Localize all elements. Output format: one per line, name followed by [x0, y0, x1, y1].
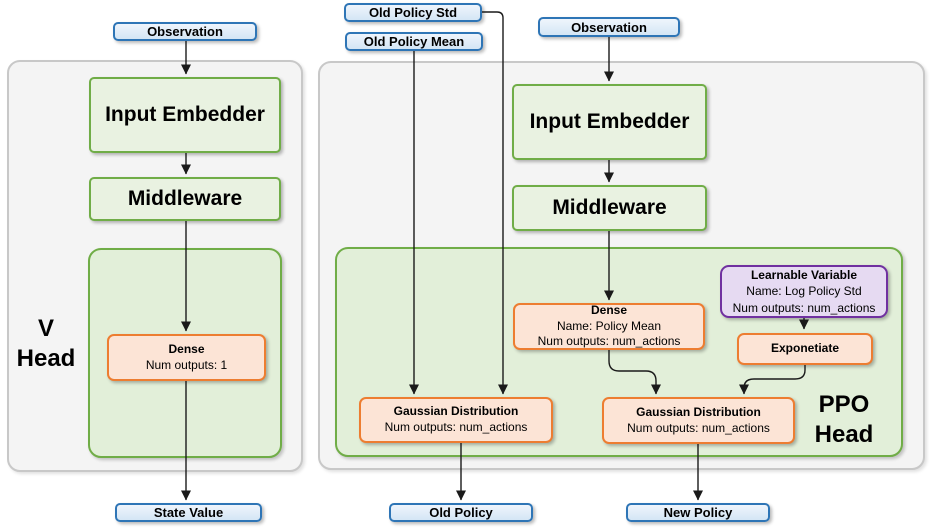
learnable-variable-name: Name: Log Policy Std: [746, 284, 862, 299]
old-policy-mean-input: Old Policy Mean: [345, 32, 483, 51]
dense-policy-mean-node: Dense Name: Policy Mean Num outputs: num…: [513, 303, 705, 350]
new-policy-output: New Policy: [626, 503, 770, 522]
observation-input-v: Observation: [113, 22, 257, 41]
v-head-label-line2: Head: [16, 345, 76, 372]
ppo-head-label-line1: PPO: [818, 391, 870, 418]
ppo-head-label-line2: Head: [814, 421, 874, 448]
state-value-output: State Value: [115, 503, 262, 522]
gaussian-old-outputs: Num outputs: num_actions: [384, 420, 528, 434]
gaussian-distribution-new-node: Gaussian Distribution Num outputs: num_a…: [602, 397, 795, 444]
input-embedder-v: Input Embedder: [89, 77, 281, 153]
dense-v-title: Dense: [168, 341, 205, 356]
gaussian-distribution-old-node: Gaussian Distribution Num outputs: num_a…: [359, 397, 553, 443]
v-head-label: V Head: [4, 314, 88, 374]
dense-policy-mean-outputs: Num outputs: num_actions: [537, 334, 681, 349]
observation-input-ppo: Observation: [538, 17, 680, 37]
dense-policy-mean-name: Name: Policy Mean: [556, 318, 662, 333]
gaussian-old-title: Gaussian Distribution: [393, 404, 519, 419]
input-embedder-ppo: Input Embedder: [512, 84, 707, 160]
gaussian-new-title: Gaussian Distribution: [636, 404, 761, 419]
dense-v-outputs: Num outputs: 1: [145, 357, 228, 372]
ppo-head-label: PPO Head: [797, 390, 891, 450]
v-head-label-line1: V: [37, 315, 54, 342]
learnable-variable-title: Learnable Variable: [750, 268, 858, 283]
old-policy-std-input: Old Policy Std: [344, 3, 482, 22]
middleware-ppo: Middleware: [512, 185, 707, 231]
learnable-variable-node: Learnable Variable Name: Log Policy Std …: [720, 265, 888, 318]
dense-v-node: Dense Num outputs: 1: [107, 334, 266, 381]
exponetiate-node: Exponetiate: [737, 333, 873, 365]
learnable-variable-outputs: Num outputs: num_actions: [732, 300, 876, 315]
gaussian-new-outputs: Num outputs: num_actions: [627, 420, 770, 435]
old-policy-output: Old Policy: [389, 503, 533, 522]
middleware-v: Middleware: [89, 177, 281, 221]
dense-policy-mean-title: Dense: [590, 303, 628, 318]
